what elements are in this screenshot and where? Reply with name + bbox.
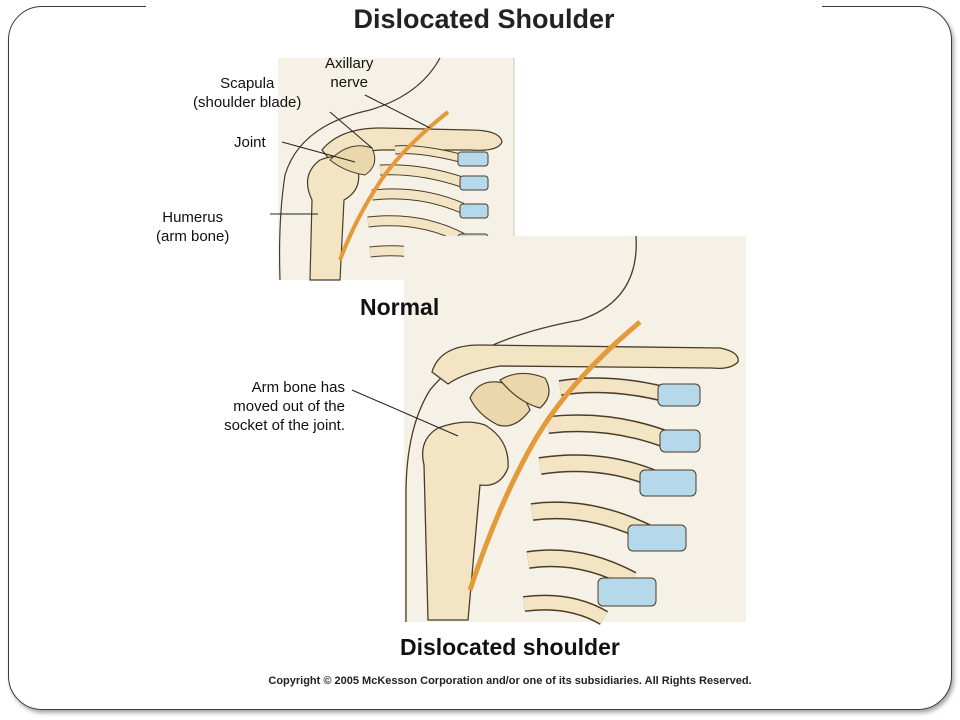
leader-axillary-nerve — [364, 94, 431, 129]
dislocated-clavicle — [431, 344, 739, 385]
dislocated-cartilage — [657, 383, 701, 407]
normal-skin-outline — [278, 57, 441, 281]
normal-axillary-nerve — [338, 110, 450, 261]
dislocated-humerus — [421, 421, 509, 621]
normal-cartilage — [457, 151, 489, 167]
label-scapula: Scapula (shoulder blade) — [193, 75, 302, 111]
label-humerus: Humerus (arm bone) — [156, 209, 230, 245]
label-axillary-nerve: Axillary nerve — [325, 55, 374, 91]
caption-normal: Normal — [360, 294, 440, 320]
copyright-notice: Copyright © 2005 McKesson Corporation an… — [268, 675, 752, 687]
page-title: Dislocated Shoulder — [146, 0, 822, 38]
normal-scapula — [329, 145, 376, 176]
label-arm-moved: Arm bone has moved out of the socket of … — [224, 379, 345, 434]
dislocated-shoulder-illustration — [404, 235, 746, 625]
leader-joint — [281, 141, 356, 163]
label-joint: Joint — [234, 134, 266, 151]
caption-dislocated: Dislocated shoulder — [400, 634, 620, 660]
leader-arm-moved — [351, 389, 459, 437]
leader-lines — [270, 94, 459, 437]
dislocated-axillary-nerve — [467, 320, 642, 591]
leader-scapula — [329, 111, 373, 149]
normal-shoulder-illustration — [278, 57, 515, 281]
